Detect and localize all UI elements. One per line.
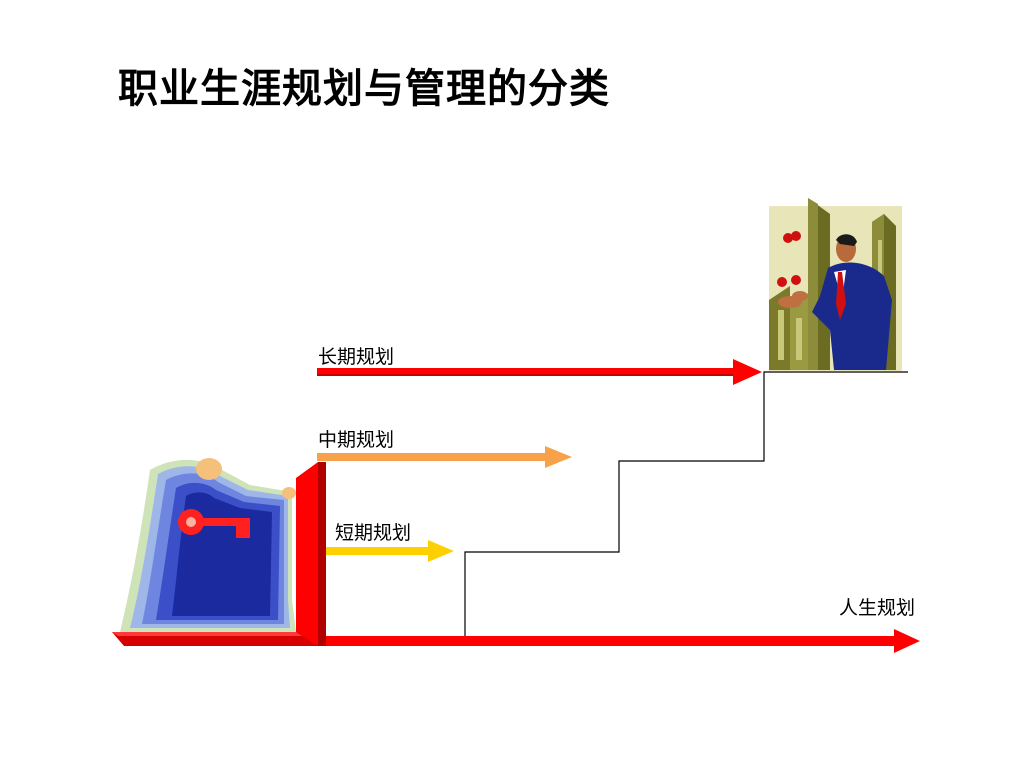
long-term-label: 长期规划	[318, 342, 394, 369]
life-plan-arrow	[326, 629, 920, 653]
life-plan-label: 人生规划	[839, 593, 915, 620]
person-pushing-door-with-key-icon	[112, 458, 326, 646]
businessman-juggling-icon	[769, 198, 902, 371]
mid-term-label: 中期规划	[318, 425, 394, 452]
short-term-label: 短期规划	[335, 518, 411, 545]
